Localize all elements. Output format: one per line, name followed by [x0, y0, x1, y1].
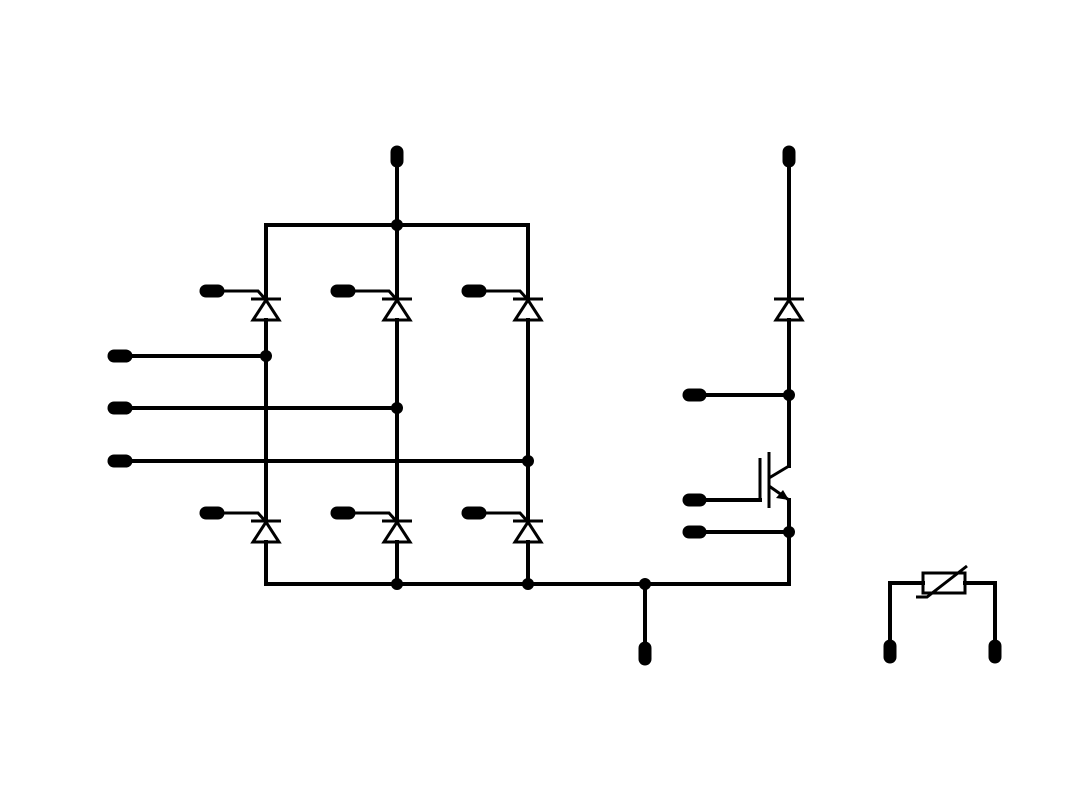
thyristor-triangle	[250, 297, 282, 322]
wire	[888, 581, 925, 648]
igbt-collector	[768, 464, 790, 480]
diode-triangle	[773, 297, 805, 322]
thyristor-gate-lead	[484, 289, 531, 303]
thyristor-gate-lead	[222, 289, 269, 303]
bridge-rectifier	[107, 145, 791, 666]
thyristor-bottom-1	[199, 506, 282, 544]
thermistor-body	[921, 571, 967, 595]
ntc-thermistor	[883, 564, 1002, 664]
junction-dot	[391, 219, 403, 231]
thyristor-triangle	[381, 297, 413, 322]
freewheel-diode	[773, 297, 805, 322]
thermistor-slash	[916, 564, 968, 599]
igbt-emitter-arrow	[776, 490, 789, 500]
thyristor-triangle	[512, 519, 544, 544]
thyristor-gate-lead	[484, 511, 531, 525]
junction-dot	[522, 578, 534, 590]
junction-dot	[391, 402, 403, 414]
thyristor-group	[199, 284, 544, 544]
brake-chopper	[682, 145, 805, 539]
thyristor-top-3	[461, 284, 544, 322]
junction-dot	[260, 350, 272, 362]
thyristor-top-2	[330, 284, 413, 322]
junction-dot	[391, 578, 403, 590]
thyristor-bottom-3	[461, 506, 544, 544]
wire	[963, 581, 997, 648]
thyristor-triangle	[512, 297, 544, 322]
thyristor-gate-lead	[353, 289, 400, 303]
thyristor-bottom-2	[330, 506, 413, 544]
thyristor-triangle	[381, 519, 413, 544]
thyristor-gate-lead	[353, 511, 400, 525]
thyristor-triangle	[250, 519, 282, 544]
brake-igbt	[682, 452, 791, 534]
thyristor-gate-lead	[222, 511, 269, 525]
thyristor-top-1	[199, 284, 282, 322]
junction-dot	[522, 455, 534, 467]
